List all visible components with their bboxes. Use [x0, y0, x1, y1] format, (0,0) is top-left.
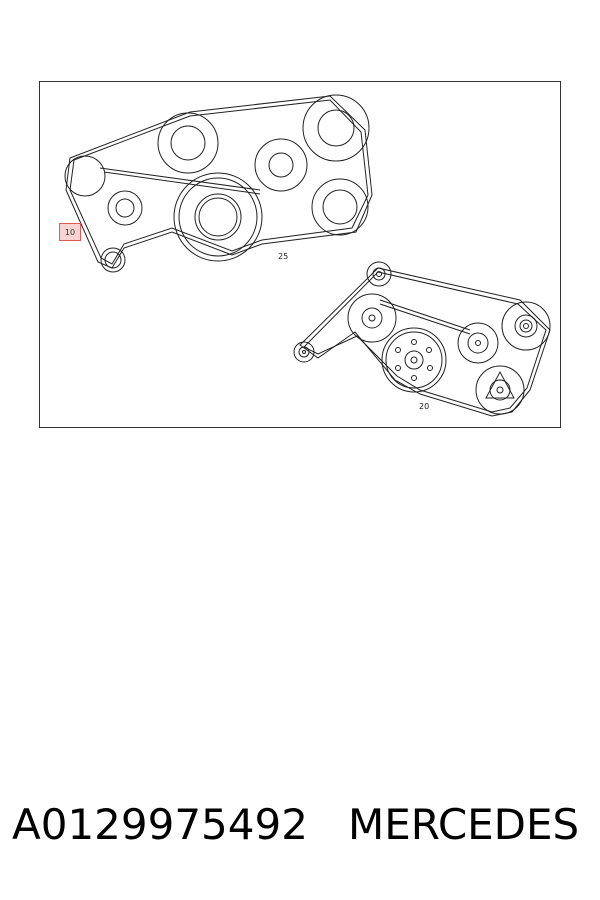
pulley-small-top	[366, 261, 392, 287]
pulley-upper-left	[157, 112, 219, 174]
pulley-far-right	[501, 301, 551, 351]
pulley-bottom-right	[475, 365, 525, 415]
pulley-top-right	[302, 94, 370, 162]
belt-label-lower: 20	[419, 402, 430, 411]
pulley-crank	[173, 172, 263, 262]
pulley-mid-right	[457, 322, 499, 364]
brand-name: MERCEDES	[347, 800, 580, 849]
upper-belt-system	[64, 94, 373, 273]
upper-belt	[65, 95, 373, 269]
pulley-middle	[254, 138, 308, 192]
pulley-idler-small	[107, 190, 143, 226]
pulley-top-left	[64, 155, 106, 197]
belt-label-upper: 25	[278, 252, 289, 261]
part-number: A0129975492	[12, 800, 308, 849]
pulley-right	[311, 178, 369, 236]
pulley-mid-left	[347, 293, 397, 343]
pulley-small-left	[293, 341, 315, 363]
footer: A0129975492 MERCEDES	[12, 800, 592, 849]
pulley-tensioner	[100, 247, 126, 273]
diagram-frame	[39, 81, 561, 428]
callout-label-10[interactable]: 10	[59, 223, 81, 241]
lower-belt-system	[293, 261, 551, 417]
pulley-crank-lower	[381, 327, 447, 393]
lower-belt	[299, 267, 551, 417]
belt-diagram	[64, 94, 551, 417]
